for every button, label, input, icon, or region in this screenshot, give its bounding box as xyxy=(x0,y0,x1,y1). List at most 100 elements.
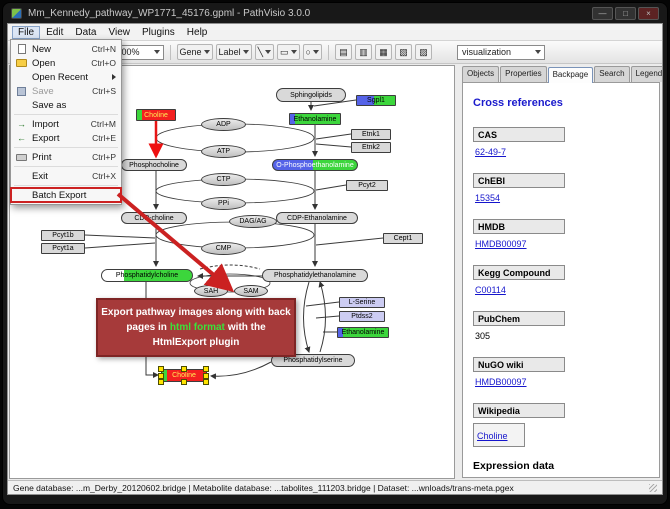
chevron-down-icon xyxy=(203,50,210,54)
align-button-4[interactable]: ▧ xyxy=(394,44,412,60)
file-menu-batch-export[interactable]: Batch Export xyxy=(10,187,122,203)
file-menu-save[interactable]: Save Ctrl+S xyxy=(11,84,121,98)
menu-plugins[interactable]: Plugins xyxy=(141,26,175,38)
node-phosphatidylcholine[interactable]: Phosphatidylcholine xyxy=(101,269,193,282)
visualization-select[interactable]: visualization xyxy=(457,44,545,60)
node-sam[interactable]: SAM xyxy=(234,285,268,297)
node-cmp[interactable]: CMP xyxy=(201,242,246,255)
xref-source-name: ChEBI xyxy=(473,173,565,188)
selection-handle[interactable] xyxy=(203,379,209,385)
tab-search[interactable]: Search xyxy=(594,66,630,82)
tab-objects[interactable]: Objects xyxy=(462,66,500,82)
node-cept1[interactable]: Cept1 xyxy=(383,233,423,244)
resize-grip-icon[interactable] xyxy=(649,483,657,492)
file-menu-exit[interactable]: Exit Ctrl+X xyxy=(32,170,116,182)
datanode-tool-button[interactable]: Gene xyxy=(176,44,213,60)
file-menu-new[interactable]: New Ctrl+N xyxy=(11,42,121,56)
zoom-select[interactable]: 100% xyxy=(111,44,164,60)
node-ethanolamine-top[interactable]: Ethanolamine xyxy=(289,113,341,125)
side-panel: Objects Properties Backpage Search Legen… xyxy=(460,64,662,480)
node-choline-top[interactable]: Choline xyxy=(136,109,176,121)
chevron-down-icon xyxy=(535,50,541,54)
node-adp[interactable]: ADP xyxy=(201,118,246,131)
titlebar[interactable]: Mm_Kennedy_pathway_WP1771_45176.gpml - P… xyxy=(3,3,667,23)
chevron-down-icon xyxy=(265,50,271,54)
wikipedia-value-box: Choline xyxy=(473,423,525,447)
node-pcyt1b[interactable]: Pcyt1b xyxy=(41,230,85,241)
xref-source-name: NuGO wiki xyxy=(473,357,565,372)
node-ctp[interactable]: CTP xyxy=(201,173,246,186)
align-button-2[interactable]: ▥ xyxy=(354,44,372,60)
node-phosphatidylethanolamine[interactable]: Phosphatidylethanolamine xyxy=(262,269,368,282)
xref-link[interactable]: 15354 xyxy=(475,193,501,203)
node-sah[interactable]: SAH xyxy=(194,285,228,297)
shape-tool-button[interactable]: ▭ xyxy=(277,44,300,60)
node-cdp-ethanolamine[interactable]: CDP-Ethanolamine xyxy=(276,212,358,224)
menu-data[interactable]: Data xyxy=(75,26,97,38)
menubar: File Edit Data View Plugins Help xyxy=(8,24,662,41)
shape-tool-icon: ▭ xyxy=(280,46,289,57)
align-button-5[interactable]: ▨ xyxy=(414,44,432,60)
node-dag-ag[interactable]: DAG/AG xyxy=(229,215,277,228)
menu-help[interactable]: Help xyxy=(186,26,208,38)
file-menu-open-recent[interactable]: Open Recent xyxy=(11,70,121,84)
node-pcyt1a[interactable]: Pcyt1a xyxy=(41,243,85,254)
window-buttons: — □ × xyxy=(592,6,659,20)
selection-handle[interactable] xyxy=(181,379,187,385)
minimize-button[interactable]: — xyxy=(592,6,613,20)
submenu-arrow-icon xyxy=(112,74,116,80)
node-phosphocholine[interactable]: Phosphocholine xyxy=(121,159,187,171)
chevron-down-icon xyxy=(242,50,249,54)
xref-link[interactable]: HMDB00097 xyxy=(475,377,527,387)
selection-handle[interactable] xyxy=(203,366,209,372)
tab-properties[interactable]: Properties xyxy=(500,66,547,82)
node-phosphatidylserine[interactable]: Phosphatidylserine xyxy=(271,354,355,367)
line-tool-button[interactable]: ╲ xyxy=(254,44,274,60)
open-folder-icon xyxy=(14,59,29,67)
xref-link[interactable]: HMDB00097 xyxy=(475,239,527,249)
align-button-1[interactable]: ▤ xyxy=(334,44,352,60)
file-menu-export[interactable]: ← Export Ctrl+E xyxy=(11,131,121,145)
node-ethanolamine-low[interactable]: Ethanolamine xyxy=(337,327,389,338)
file-menu-open[interactable]: Open Ctrl+O xyxy=(11,56,121,70)
maximize-button[interactable]: □ xyxy=(615,6,636,20)
tab-legend[interactable]: Legend xyxy=(630,66,662,82)
file-menu-save-as[interactable]: Save as xyxy=(32,99,67,111)
node-etnk1[interactable]: Etnk1 xyxy=(351,129,391,140)
xref-link[interactable]: C00114 xyxy=(475,285,506,295)
selection-handle[interactable] xyxy=(158,379,164,385)
label-tool-button[interactable]: Label xyxy=(215,44,252,60)
node-cdp-choline[interactable]: CDP-choline xyxy=(121,212,187,224)
xref-link[interactable]: Choline xyxy=(477,431,508,441)
menu-file[interactable]: File xyxy=(12,25,41,39)
node-o-phosphoethanolamine[interactable]: O-Phosphoethanolamine xyxy=(272,159,358,171)
tab-backpage[interactable]: Backpage xyxy=(547,67,594,83)
align-button-3[interactable]: ▦ xyxy=(374,44,392,60)
file-menu-print[interactable]: Print Ctrl+P xyxy=(11,150,121,164)
menu-edit[interactable]: Edit xyxy=(46,26,64,38)
align-icon: ▥ xyxy=(359,46,368,57)
node-ppi[interactable]: PPi xyxy=(201,197,246,210)
xref-source-name: HMDB xyxy=(473,219,565,234)
oval-tool-button[interactable]: ○ xyxy=(302,44,322,60)
selection-handle[interactable] xyxy=(203,373,209,379)
close-button[interactable]: × xyxy=(638,6,659,20)
node-l-serine[interactable]: L-Serine xyxy=(339,297,385,308)
node-sgpl1[interactable]: Sgpl1 xyxy=(356,95,396,106)
xref-section-hmdb: HMDB HMDB00097 xyxy=(473,219,649,252)
selection-handle[interactable] xyxy=(158,366,164,372)
window-title: Mm_Kennedy_pathway_WP1771_45176.gpml - P… xyxy=(28,7,311,19)
node-ptdss2[interactable]: Ptdss2 xyxy=(339,311,385,322)
visualization-value: visualization xyxy=(462,47,512,57)
statusbar: Gene database: ...m_Derby_20120602.bridg… xyxy=(8,480,662,494)
selection-handle[interactable] xyxy=(181,366,187,372)
node-sphingolipids[interactable]: Sphingolipids xyxy=(276,88,346,102)
node-pcyt2[interactable]: Pcyt2 xyxy=(346,180,388,191)
file-menu-import[interactable]: → Import Ctrl+M xyxy=(11,117,121,131)
node-atp[interactable]: ATP xyxy=(201,145,246,158)
xref-source-name: PubChem xyxy=(473,311,565,326)
toolbar-separator xyxy=(327,44,329,60)
node-etnk2[interactable]: Etnk2 xyxy=(351,142,391,153)
xref-link[interactable]: 62-49-7 xyxy=(475,147,507,157)
menu-view[interactable]: View xyxy=(108,26,130,38)
